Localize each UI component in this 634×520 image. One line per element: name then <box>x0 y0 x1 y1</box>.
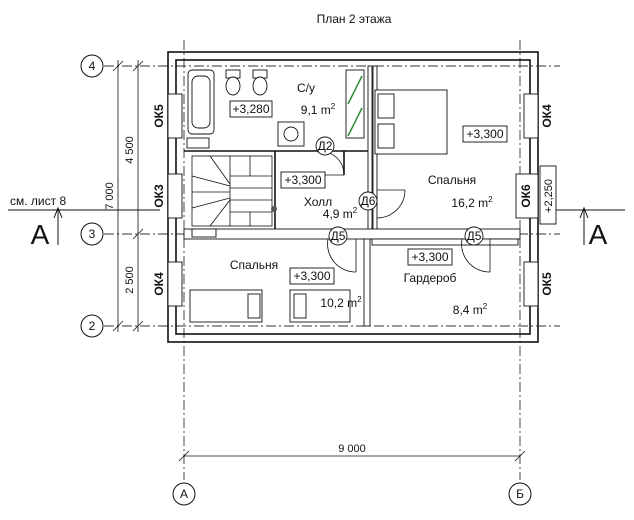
bed-small-icon-right <box>289 289 351 323</box>
svg-text:+3,300: +3,300 <box>284 173 321 187</box>
bidet-icon <box>252 69 268 96</box>
dimension-upper: 4 500 <box>124 60 144 332</box>
radiator-icon <box>186 137 217 238</box>
room-name-bedroom-main: Спальня <box>428 173 476 187</box>
door-tag-d5-right: Д5 <box>464 226 484 246</box>
svg-text:+3,280: +3,280 <box>232 102 269 116</box>
window-markers <box>167 93 539 307</box>
svg-text:+3,300: +3,300 <box>411 250 448 264</box>
axis-bubble-2: 2 <box>80 314 104 338</box>
door-tag-d6: Д6 <box>358 191 378 211</box>
axis-bubble-a: А <box>172 482 196 506</box>
level-tag-bedroom-main: +3,300 <box>462 125 508 143</box>
door-swing-d5-left <box>327 238 357 273</box>
door-tag-d5-left: Д5 <box>328 226 348 246</box>
window-label-ok4-right: ОК4 <box>540 104 554 128</box>
svg-text:2: 2 <box>89 319 96 333</box>
staircase-icon <box>191 155 277 227</box>
door-tag-d2: Д2 <box>315 136 335 156</box>
level-tag-bath: +3,280 <box>229 100 273 118</box>
svg-text:+2,250: +2,250 <box>543 179 555 213</box>
svg-text:4 500: 4 500 <box>124 136 136 164</box>
level-tag-bedroom-small: +3,300 <box>289 267 335 285</box>
axis-bubble-3: 3 <box>80 222 104 246</box>
room-area-bath: 9,1 m2 <box>301 102 336 117</box>
svg-text:Д2: Д2 <box>318 139 333 153</box>
window-label-ok5-right: ОК5 <box>540 272 554 296</box>
room-area-wardrobe: 8,4 m2 <box>453 302 488 317</box>
axis-bubble-b: Б <box>508 482 532 506</box>
level-tag-hall: +3,300 <box>280 171 326 189</box>
room-name-wardrobe: Гардероб <box>404 271 457 285</box>
svg-text:9 000: 9 000 <box>338 443 366 455</box>
door-swing-d6 <box>376 189 406 219</box>
svg-text:+3,300: +3,300 <box>293 269 330 283</box>
dimension-lower: 2 500 <box>124 266 136 294</box>
shower-partition-icon <box>345 69 365 139</box>
level-tag-wardrobe: +3,300 <box>407 248 453 266</box>
svg-text:Б: Б <box>516 487 524 501</box>
section-line: А А см. лист 8 <box>8 194 625 250</box>
svg-text:+3,300: +3,300 <box>466 127 503 141</box>
axis-bubble-4: 4 <box>80 54 104 78</box>
room-area-hall: 4,9 m2 <box>323 206 358 221</box>
plan-title: План 2 этажа <box>317 12 392 26</box>
room-area-bedroom-main: 16,2 m2 <box>451 195 493 210</box>
room-name-bath: С/у <box>297 81 315 95</box>
window-label-ok6: ОК6 <box>519 184 533 208</box>
bed-main-icon <box>374 89 448 155</box>
sill-height-tag: +2,250 <box>539 165 557 225</box>
svg-text:3: 3 <box>89 227 96 241</box>
room-area-bedroom-small: 10,2 m2 <box>320 295 362 310</box>
sink-icon <box>277 121 305 147</box>
svg-text:Д6: Д6 <box>361 194 376 208</box>
section-reference: см. лист 8 <box>10 194 66 208</box>
dimension-depth: 7 000 <box>104 60 124 332</box>
section-mark-left: А <box>31 219 50 250</box>
svg-text:4: 4 <box>89 59 96 73</box>
section-mark-right: А <box>589 219 608 250</box>
dimension-width: 9 000 <box>178 443 526 462</box>
svg-text:7 000: 7 000 <box>104 182 116 210</box>
bathtub-icon <box>187 69 215 135</box>
window-label-ok3: ОК3 <box>152 184 166 208</box>
window-label-ok4-left: ОК4 <box>152 272 166 296</box>
bed-small-icon-left <box>189 289 263 323</box>
room-name-hall: Холл <box>304 195 332 209</box>
window-label-ok5-left: ОК5 <box>152 104 166 128</box>
room-name-bedroom-small: Спальня <box>230 258 278 272</box>
wardrobe-rail-icon <box>371 238 519 246</box>
svg-text:А: А <box>180 487 188 501</box>
svg-text:Д5: Д5 <box>467 229 482 243</box>
svg-text:Д5: Д5 <box>331 229 346 243</box>
toilet-icon <box>225 69 241 96</box>
svg-text:2 500: 2 500 <box>124 266 136 294</box>
door-swing-d5-right <box>461 238 491 273</box>
